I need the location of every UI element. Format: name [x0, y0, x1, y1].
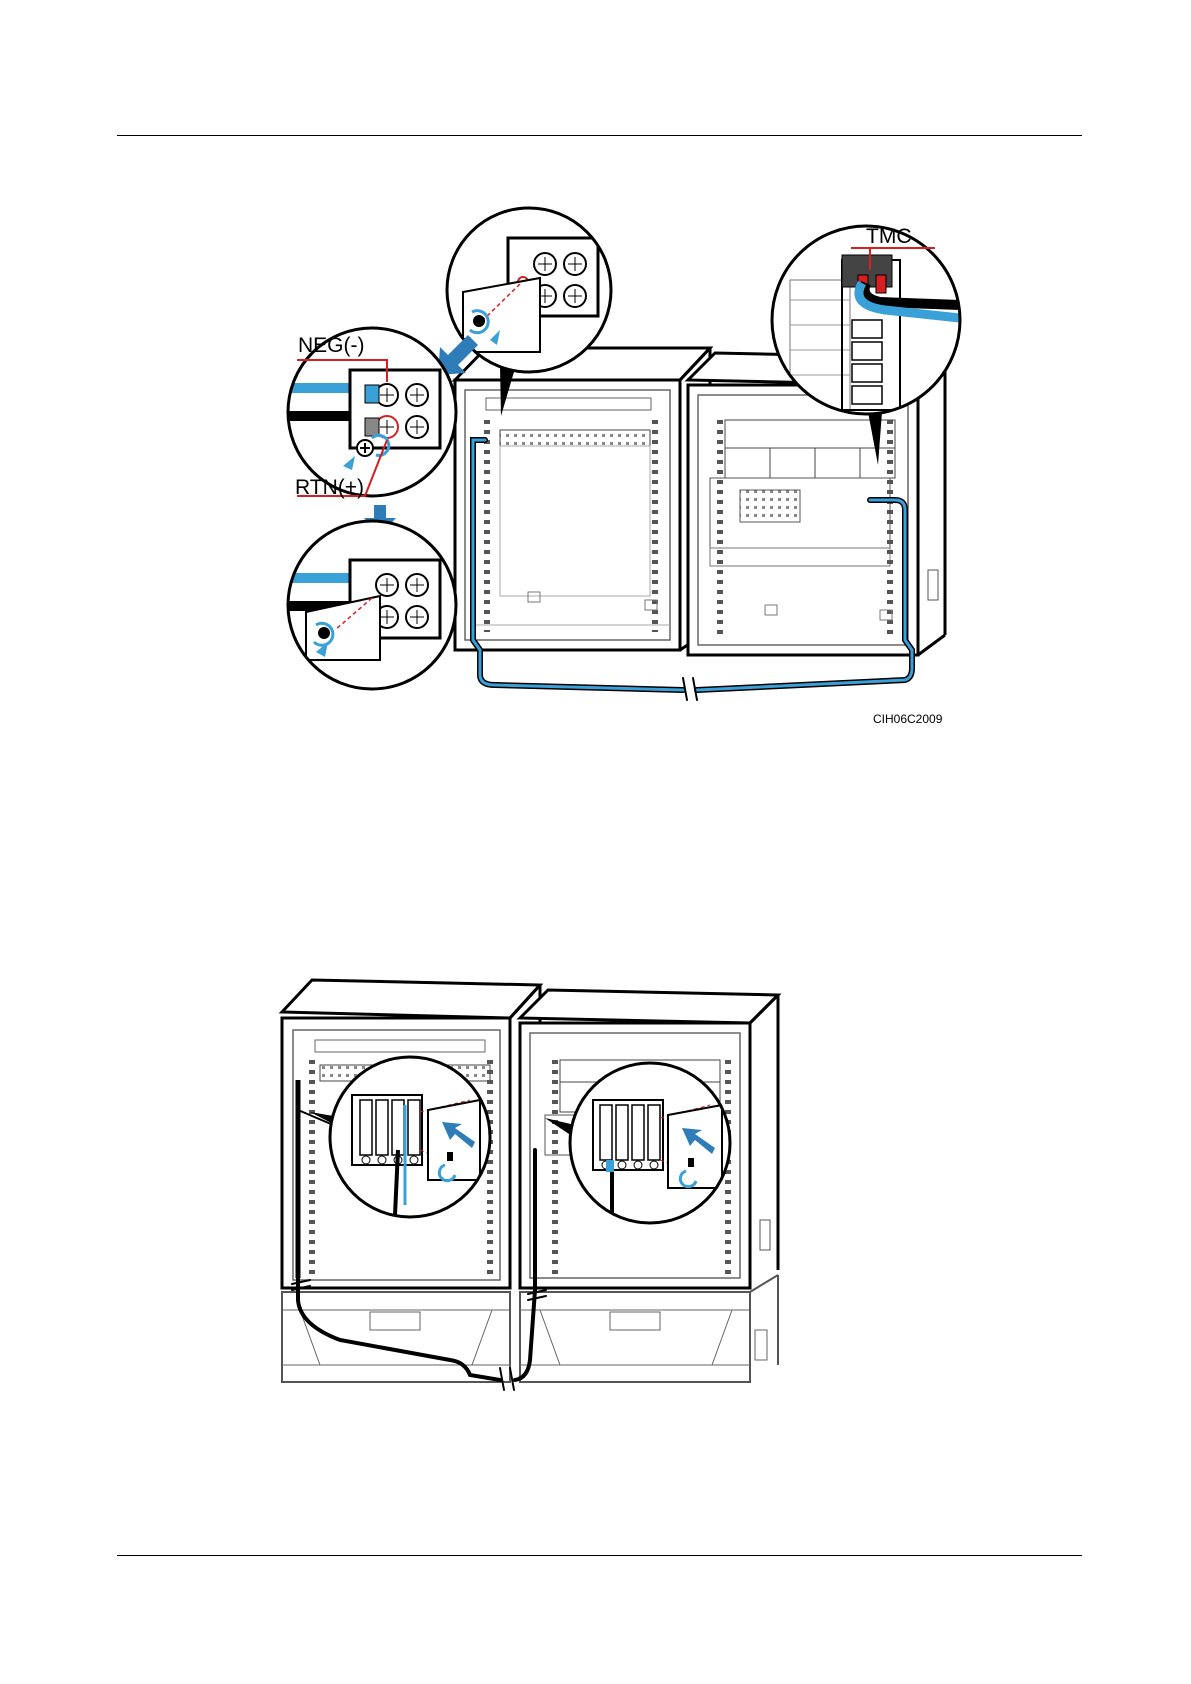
left-cabinet-fig2 [282, 980, 540, 1288]
diagonal-arrow-icon [442, 1122, 475, 1148]
screw-icon [318, 627, 330, 639]
screw-icon [688, 1158, 694, 1167]
left-cabinet [455, 348, 710, 650]
footer-rule [117, 1555, 1082, 1556]
screw-icon [357, 440, 373, 456]
figure-1-cable-routing: NEG(-) RTN(+) TMC CIH06C2009 [0, 0, 1191, 760]
callout-ground-right [570, 1063, 730, 1230]
screw-icon [473, 315, 485, 327]
label-neg: NEG(-) [298, 334, 365, 357]
callout-detail-tmc [772, 226, 960, 414]
label-rtn: RTN(+) [295, 476, 364, 499]
rotate-arrow-icon [439, 1165, 455, 1181]
ground-cable [292, 1150, 546, 1390]
callout-ground-left [330, 1057, 490, 1217]
label-tmc: TMC [866, 225, 912, 248]
callout-pointer-right [545, 1118, 575, 1138]
cable-break-icon [683, 678, 697, 700]
callout-detail-bottom [288, 521, 456, 689]
callout-pointer-left [310, 1112, 345, 1130]
right-cabinet-fig2 [520, 990, 778, 1288]
diagonal-arrow-icon [682, 1128, 715, 1154]
figure-code: CIH06C2009 [873, 712, 943, 726]
rotate-arrow-icon [680, 1171, 696, 1187]
cabinet-bases [282, 1275, 778, 1382]
cable-break-icon [292, 1280, 546, 1390]
screw-icon [447, 1152, 453, 1161]
